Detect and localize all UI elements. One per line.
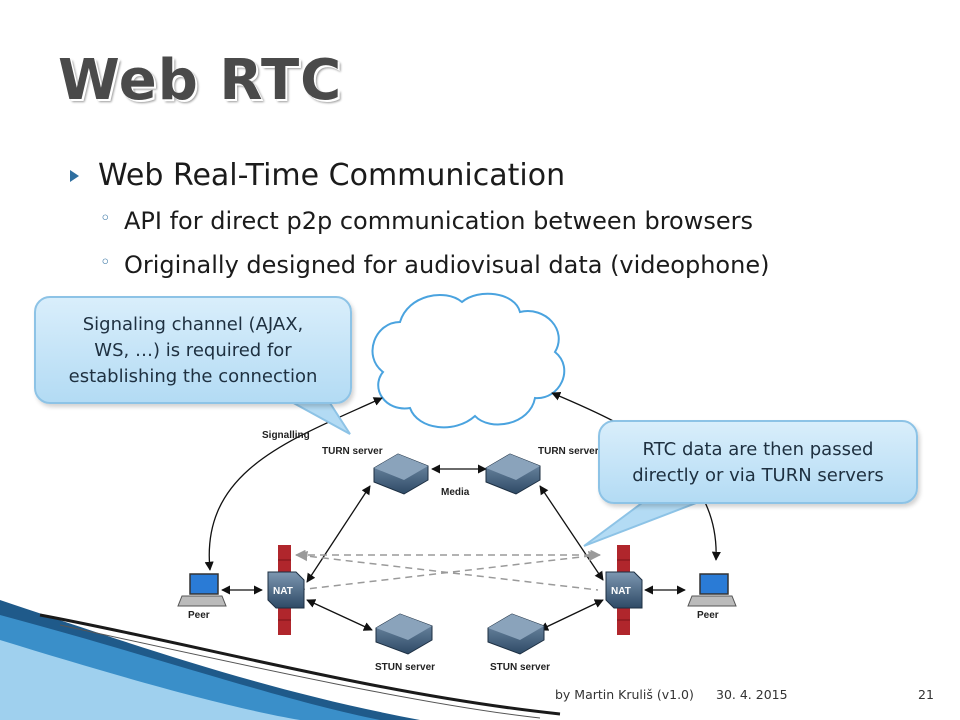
nat-right-icon [605,571,643,609]
media-label: Media [441,487,470,498]
nat-right-label: NAT [611,586,631,597]
circle-bullet-icon: ◦ [100,252,111,273]
footer-date: 30. 4. 2015 [716,687,788,702]
callout-tail-rtc [583,499,705,547]
peer-left-laptop-icon [177,573,227,607]
turn-server-left-icon [373,453,429,495]
circle-bullet-icon: ◦ [100,208,111,229]
slide-title: Web RTC [58,48,343,113]
decorative-swoosh [0,600,561,720]
turn-server-left-label: TURN server [322,446,383,457]
signalling-label: Signalling [262,430,310,441]
signaling-cloud [371,292,566,429]
stun-server-right-label: STUN server [490,662,551,673]
nat-left-icon [267,571,305,609]
turn-server-right-label: TURN server [538,446,599,457]
callout-line: RTC data are then passed [642,439,874,460]
rtc-data-callout: RTC data are then passed directly or via… [598,420,918,504]
nat-left-label: NAT [273,586,293,597]
stun-server-left-label: STUN server [375,662,436,673]
stun-server-left-icon [375,613,433,655]
callout-line: WS, …) is required for [94,340,292,361]
bullet-text: API for direct p2p communication between… [124,207,754,235]
callout-line: Signaling channel (AJAX, [82,314,304,335]
page-number: 21 [918,687,934,702]
peer-left-label: Peer [188,610,210,621]
turn-server-right-icon [485,453,541,495]
stun-server-right-icon [487,613,545,655]
bullet-text: Web Real-Time Communication [98,158,566,193]
callout-line: directly or via TURN servers [632,465,884,486]
signaling-callout: Signaling channel (AJAX, WS, …) is requi… [34,296,352,404]
triangle-bullet-icon [70,170,79,182]
peer-right-laptop-icon [687,573,737,607]
peer-right-label: Peer [697,610,719,621]
bullet-text: Originally designed for audiovisual data… [124,251,770,279]
footer-author: by Martin Kruliš (v1.0) [555,687,694,702]
callout-line: establishing the connection [68,366,318,387]
